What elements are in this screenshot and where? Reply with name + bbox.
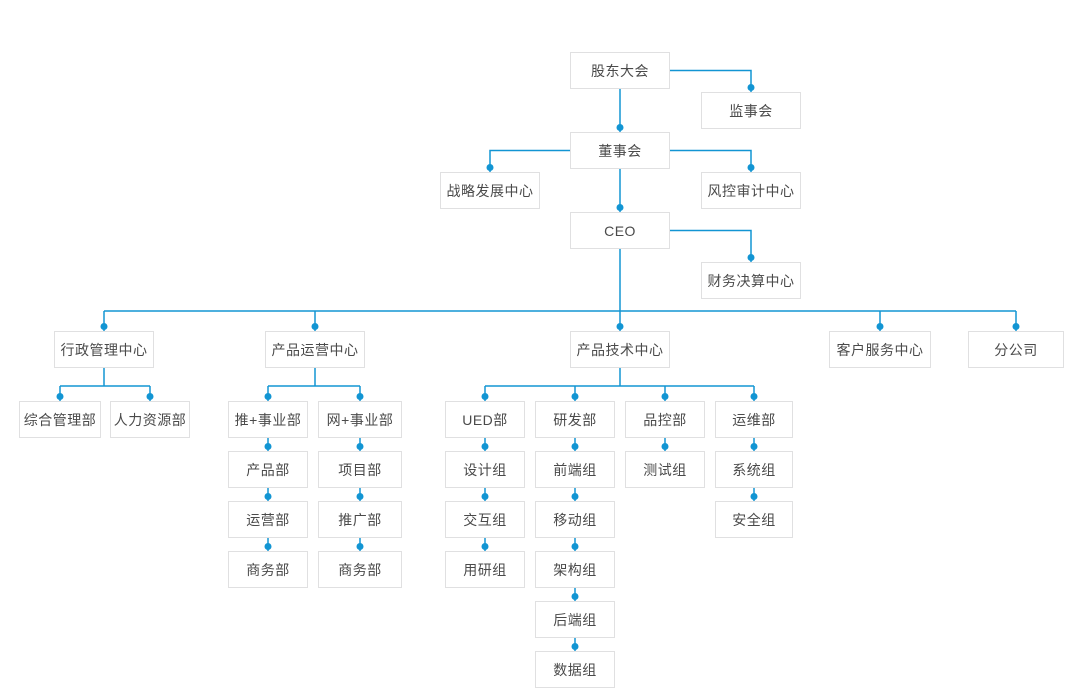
org-node-aqz: 安全组 bbox=[715, 501, 793, 538]
connector-dot bbox=[747, 84, 755, 91]
org-node-cpjs: 产品技术中心 bbox=[570, 331, 670, 368]
org-node-hdz: 后端组 bbox=[535, 601, 615, 638]
connector-dot bbox=[876, 323, 884, 330]
org-node-cwjs: 财务决算中心 bbox=[701, 262, 801, 299]
connector-dot bbox=[616, 204, 624, 211]
connector-dot bbox=[356, 393, 364, 400]
org-node-dsh: 董事会 bbox=[570, 132, 670, 169]
connector-dot bbox=[1012, 323, 1020, 330]
org-node-jgz: 架构组 bbox=[535, 551, 615, 588]
connector-dot bbox=[750, 493, 758, 500]
connector-dot bbox=[481, 543, 489, 550]
org-node-tgb: 推广部 bbox=[318, 501, 402, 538]
org-node-fgs: 分公司 bbox=[968, 331, 1064, 368]
org-node-swb1: 商务部 bbox=[228, 551, 308, 588]
connector-dot bbox=[356, 443, 364, 450]
org-node-sjuz: 数据组 bbox=[535, 651, 615, 688]
org-node-sjz: 设计组 bbox=[445, 451, 525, 488]
connector-dot bbox=[616, 323, 624, 330]
org-node-jhz: 交互组 bbox=[445, 501, 525, 538]
connector-dot bbox=[481, 443, 489, 450]
connector-dot bbox=[661, 393, 669, 400]
org-node-pkb: 品控部 bbox=[625, 401, 705, 438]
connector-dot bbox=[264, 443, 272, 450]
connector-dot bbox=[100, 323, 108, 330]
connector-dot bbox=[311, 323, 319, 330]
org-node-ydz: 移动组 bbox=[535, 501, 615, 538]
org-node-xtz: 系统组 bbox=[715, 451, 793, 488]
connector-dot bbox=[356, 493, 364, 500]
org-node-xzgl: 行政管理中心 bbox=[54, 331, 154, 368]
org-node-yyz: 用研组 bbox=[445, 551, 525, 588]
org-node-tsyb: 推+事业部 bbox=[228, 401, 308, 438]
connector-dot bbox=[486, 164, 494, 171]
org-node-ywb: 运维部 bbox=[715, 401, 793, 438]
org-node-swb2: 商务部 bbox=[318, 551, 402, 588]
org-node-fksj: 风控审计中心 bbox=[701, 172, 801, 209]
connector-dot bbox=[747, 254, 755, 261]
org-node-zlfz: 战略发展中心 bbox=[440, 172, 540, 209]
org-node-qdz: 前端组 bbox=[535, 451, 615, 488]
connector-dot bbox=[356, 543, 364, 550]
connector-dot bbox=[264, 493, 272, 500]
connector-dot bbox=[571, 443, 579, 450]
connector-dot bbox=[481, 393, 489, 400]
org-node-gm: 股东大会 bbox=[570, 52, 670, 89]
org-node-zhglb: 综合管理部 bbox=[19, 401, 101, 438]
org-node-jsh: 监事会 bbox=[701, 92, 801, 129]
org-node-cpb: 产品部 bbox=[228, 451, 308, 488]
org-node-ceo: CEO bbox=[570, 212, 670, 249]
connector-dot bbox=[661, 443, 669, 450]
connector-dot bbox=[571, 493, 579, 500]
connector-dot bbox=[616, 124, 624, 131]
org-node-csz: 测试组 bbox=[625, 451, 705, 488]
connector-dot bbox=[146, 393, 154, 400]
connector-dot bbox=[571, 593, 579, 600]
connector-dot bbox=[747, 164, 755, 171]
org-node-rlzyb: 人力资源部 bbox=[110, 401, 190, 438]
connector-dot bbox=[264, 543, 272, 550]
connector-dot bbox=[571, 643, 579, 650]
org-node-xmb: 项目部 bbox=[318, 451, 402, 488]
connector-dot bbox=[750, 443, 758, 450]
org-node-wsyb: 网+事业部 bbox=[318, 401, 402, 438]
org-node-yfb: 研发部 bbox=[535, 401, 615, 438]
org-node-khfw: 客户服务中心 bbox=[829, 331, 931, 368]
org-node-cpyy: 产品运营中心 bbox=[265, 331, 365, 368]
org-node-yyb: 运营部 bbox=[228, 501, 308, 538]
connector-dot bbox=[571, 543, 579, 550]
connector-dot bbox=[571, 393, 579, 400]
connector-dot bbox=[481, 493, 489, 500]
connector-dot bbox=[56, 393, 64, 400]
org-node-uedb: UED部 bbox=[445, 401, 525, 438]
connector-dot bbox=[264, 393, 272, 400]
connector-dot bbox=[750, 393, 758, 400]
